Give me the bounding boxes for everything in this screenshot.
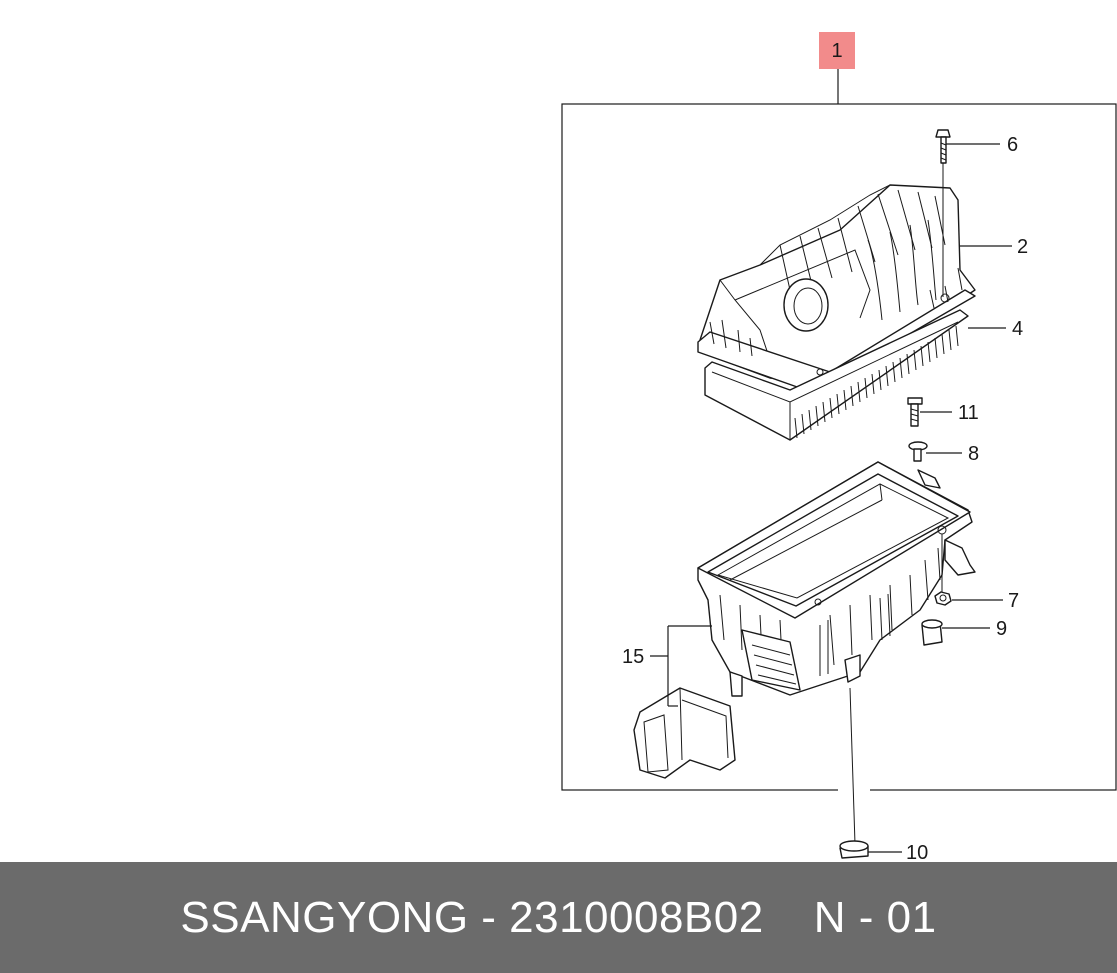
footer-bar: SSANGYONG - 2310008B02 N - 01 (0, 862, 1117, 973)
callout-7[interactable]: 7 (952, 590, 1019, 612)
footer-part-number: SSANGYONG - 2310008B02 (180, 892, 764, 942)
grommet-9-illustration (921, 619, 943, 646)
assembly-group-frame (561, 103, 1117, 791)
exploded-parts-diagram: 1 (561, 32, 1117, 862)
callout-15[interactable]: 15 (622, 625, 712, 707)
svg-text:6: 6 (1007, 134, 1018, 156)
callout-10[interactable]: 10 (868, 842, 928, 862)
svg-text:4: 4 (1012, 318, 1023, 340)
screw-8-illustration (908, 441, 928, 462)
callout-1-badge[interactable]: 1 (819, 32, 855, 104)
svg-text:9: 9 (996, 618, 1007, 640)
callout-8[interactable]: 8 (926, 443, 979, 465)
svg-text:10: 10 (906, 842, 928, 862)
svg-text:15: 15 (622, 646, 644, 668)
svg-text:1: 1 (831, 40, 842, 62)
callout-6[interactable]: 6 (946, 134, 1018, 156)
bolt-11-illustration (907, 397, 923, 427)
air-filter-element-illustration (704, 309, 969, 441)
callout-2[interactable]: 2 (960, 236, 1028, 258)
air-filter-lower-housing-illustration (633, 461, 976, 779)
svg-text:2: 2 (1017, 236, 1028, 258)
callout-9[interactable]: 9 (942, 618, 1007, 640)
svg-text:7: 7 (1008, 590, 1019, 612)
callout-11[interactable]: 11 (920, 402, 979, 424)
callout-4[interactable]: 4 (968, 318, 1023, 340)
drain-valve-10-illustration (839, 687, 869, 859)
svg-text:8: 8 (968, 443, 979, 465)
bolt-6-illustration (935, 129, 951, 297)
air-filter-cover-illustration (697, 184, 976, 389)
footer-page-code: N - 01 (813, 892, 937, 942)
nut-7-illustration (934, 591, 952, 606)
svg-text:11: 11 (958, 402, 979, 424)
